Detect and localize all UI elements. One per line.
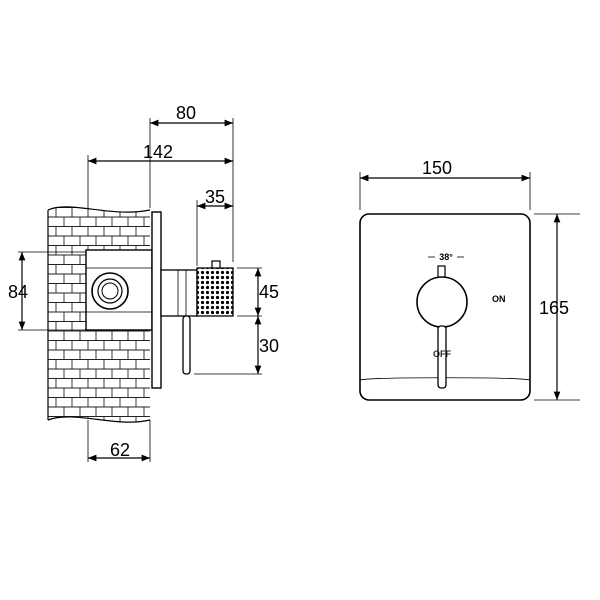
dim-label-142: 142 (143, 142, 173, 162)
spindle (160, 269, 198, 317)
angle-label: 38° (439, 252, 453, 262)
wall-bottom-edge (47, 416, 151, 423)
knob (416, 276, 468, 328)
lever-side (182, 315, 191, 375)
dim-label-84: 84 (8, 282, 28, 302)
knurled-handle (196, 267, 234, 317)
lever-front (437, 325, 447, 389)
on-label: ON (492, 294, 506, 304)
dim-label-150: 150 (422, 158, 452, 178)
handle-knob (211, 260, 221, 269)
wall-top-edge (47, 206, 151, 213)
dim-label-35: 35 (205, 187, 225, 207)
dim-label-45: 45 (259, 282, 279, 302)
dim-label-80: 80 (176, 103, 196, 123)
brick-wall (47, 206, 151, 423)
front-view: 38° ON OFF 150 165 (359, 158, 580, 401)
off-label: OFF (433, 349, 451, 359)
dim-label-30: 30 (259, 336, 279, 356)
dim-label-165: 165 (539, 298, 569, 318)
valve-body-box (85, 249, 153, 331)
side-view: 80 142 35 84 45 30 62 (8, 103, 279, 462)
cover-plate-side (151, 211, 162, 389)
dim-label-62: 62 (110, 440, 130, 460)
